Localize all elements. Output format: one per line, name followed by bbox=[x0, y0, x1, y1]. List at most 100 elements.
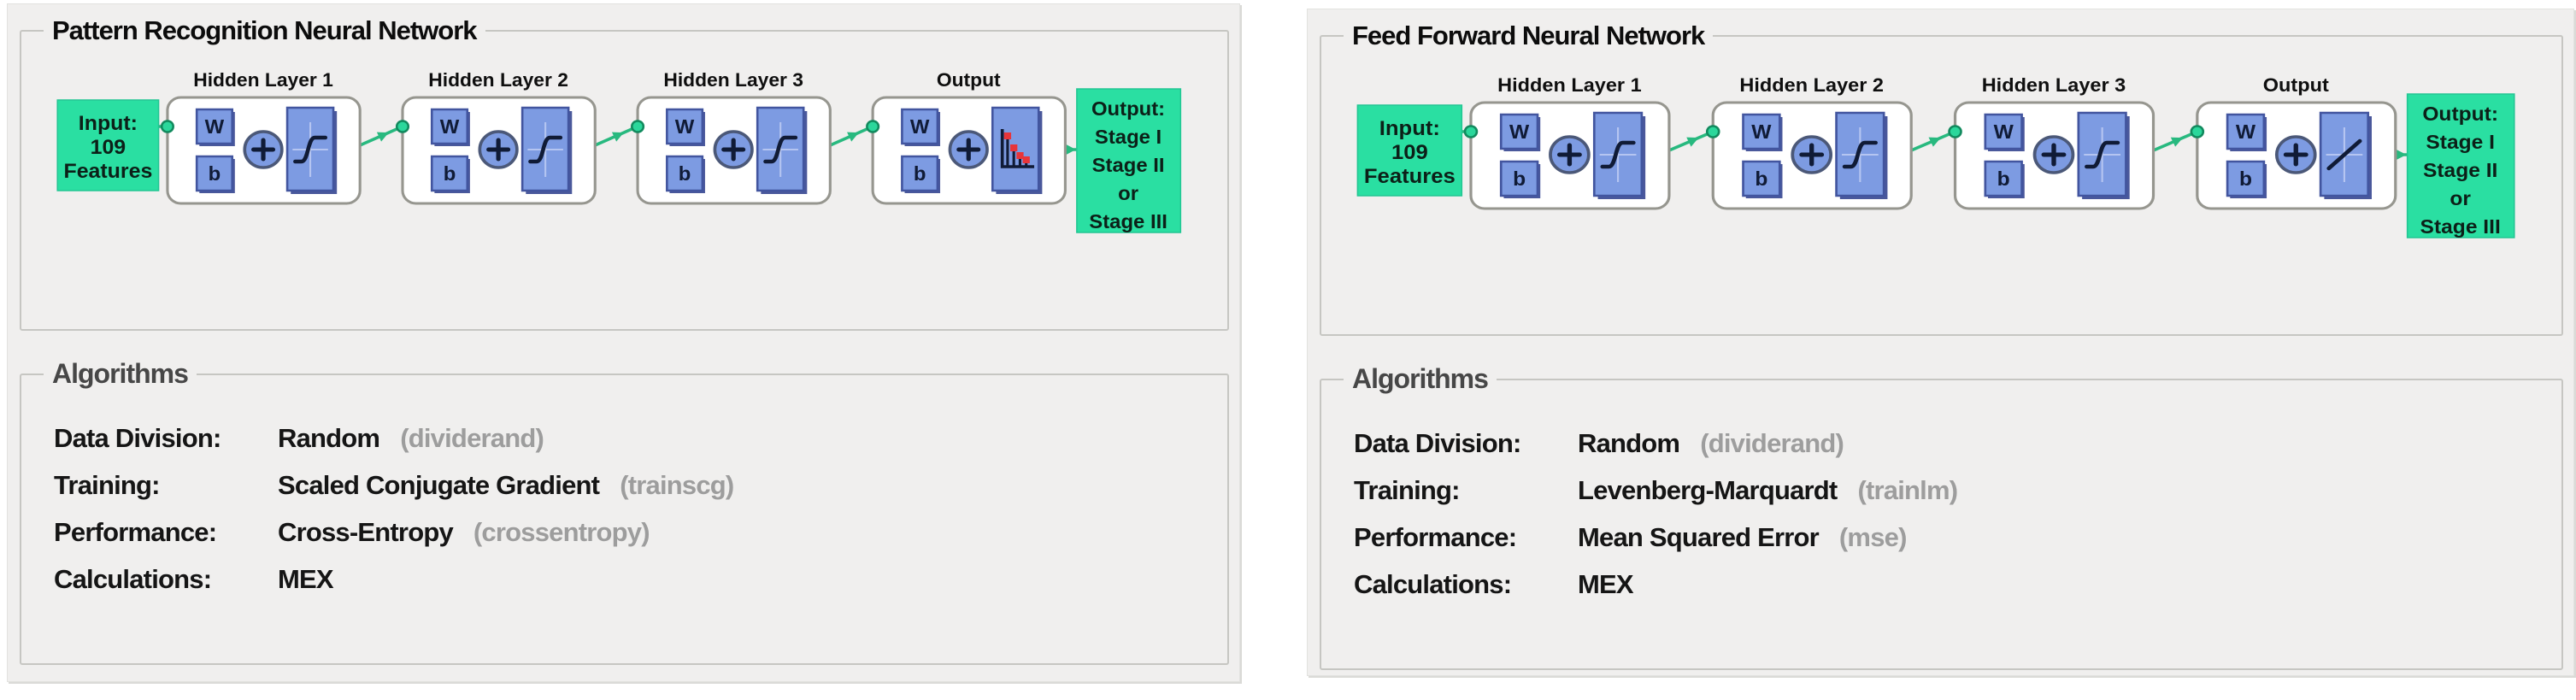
output-box-line: Stage II bbox=[2423, 160, 2497, 182]
layer-label: Output bbox=[937, 69, 1001, 91]
softmax-marker bbox=[1003, 132, 1012, 140]
purelin-icon bbox=[2326, 138, 2362, 171]
weight-box bbox=[1499, 113, 1539, 150]
layer-label: Output bbox=[2263, 74, 2329, 96]
entry-node bbox=[866, 120, 880, 133]
input-box-line: Features bbox=[1364, 166, 1456, 188]
tansig-icon bbox=[1600, 140, 1636, 169]
layer-label: Hidden Layer 1 bbox=[193, 69, 333, 91]
algorithm-row-function: (dividerand) bbox=[1700, 427, 1844, 458]
algorithm-row-value: Scaled Conjugate Gradient bbox=[278, 469, 600, 500]
algorithm-row-function: (crossentropy) bbox=[473, 516, 650, 547]
algorithm-row: Performance:Mean Squared Error(mse) bbox=[1354, 514, 2561, 561]
entry-node bbox=[1463, 125, 1479, 138]
bias-letter: b bbox=[1513, 168, 1526, 191]
algorithm-row-label: Data Division: bbox=[54, 422, 221, 453]
bias-letter: b bbox=[914, 162, 926, 185]
layer-label: Hidden Layer 3 bbox=[1982, 74, 2126, 96]
weight-box bbox=[2226, 113, 2266, 150]
arrowhead-icon bbox=[611, 132, 624, 142]
output-box-line: Stage III bbox=[2420, 216, 2501, 238]
bias-letter: b bbox=[1755, 168, 1767, 191]
output-box-line: Stage I bbox=[2426, 132, 2495, 154]
arrowhead-icon bbox=[376, 132, 389, 142]
bias-letter: b bbox=[1997, 168, 2010, 191]
algorithms-title: Algorithms bbox=[1352, 363, 1489, 394]
bias-box bbox=[195, 155, 234, 192]
output-box-line: Stage II bbox=[1092, 154, 1165, 176]
bias-box bbox=[1742, 160, 1781, 197]
output-box-line: or bbox=[1118, 182, 1138, 204]
softmax-marker bbox=[1010, 144, 1018, 152]
algorithm-row-label: Calculations: bbox=[1354, 568, 1512, 599]
bias-box bbox=[430, 155, 469, 192]
weight-letter: W bbox=[1509, 121, 1530, 144]
bias-letter: b bbox=[444, 162, 456, 185]
input-box-line: 109 bbox=[91, 136, 126, 158]
weight-box bbox=[1742, 113, 1781, 150]
input-box bbox=[56, 99, 160, 191]
algorithm-row-function: (trainscg) bbox=[620, 469, 734, 500]
algorithm-row-label: Training: bbox=[1354, 474, 1460, 505]
algorithm-row-label: Performance: bbox=[1354, 521, 1517, 552]
tansig-icon bbox=[1842, 140, 1878, 169]
algorithm-row-value: MEX bbox=[278, 563, 334, 594]
input-box-line: Input: bbox=[79, 112, 138, 134]
tansig-icon bbox=[293, 135, 328, 164]
weight-box bbox=[430, 108, 469, 145]
pattern-recognition-panel: Pattern Recognition Neural Network Input… bbox=[7, 3, 1240, 682]
input-box-line: Features bbox=[63, 160, 152, 182]
bias-letter: b bbox=[679, 162, 691, 185]
output-box-line: Output: bbox=[1091, 97, 1165, 120]
algorithm-row-value: Cross-Entropy bbox=[278, 516, 454, 547]
arrowhead-icon bbox=[2396, 150, 2407, 161]
weight-letter: W bbox=[2236, 121, 2256, 144]
output-box-line: or bbox=[2450, 188, 2471, 210]
algorithm-row-value: Random bbox=[278, 422, 380, 453]
arrowhead-icon bbox=[1066, 144, 1076, 156]
entry-node bbox=[2190, 125, 2205, 138]
weight-letter: W bbox=[205, 115, 225, 138]
output-box bbox=[1076, 88, 1182, 233]
output-box-line: Output: bbox=[2422, 103, 2498, 126]
activation-box bbox=[991, 106, 1040, 192]
bias-box bbox=[1984, 160, 2023, 197]
bias-box bbox=[2226, 160, 2266, 197]
layer-label: Hidden Layer 2 bbox=[1739, 74, 1884, 96]
layer-label: Hidden Layer 3 bbox=[663, 69, 803, 91]
algorithm-row-label: Data Division: bbox=[1354, 427, 1521, 458]
entry-node bbox=[631, 120, 645, 133]
bias-box bbox=[1499, 160, 1539, 197]
algorithm-row: Performance:Cross-Entropy(crossentropy) bbox=[54, 509, 1227, 556]
output-box bbox=[2406, 93, 2515, 238]
input-box bbox=[1356, 104, 1463, 197]
layer-label: Hidden Layer 1 bbox=[1497, 74, 1642, 96]
entry-node bbox=[1705, 125, 1720, 138]
algorithm-row-function: (dividerand) bbox=[400, 422, 544, 453]
algorithm-row-function: (mse) bbox=[1838, 521, 1908, 552]
bias-letter: b bbox=[2239, 168, 2252, 191]
tansig-icon bbox=[528, 135, 563, 164]
bias-box bbox=[666, 155, 704, 192]
entry-node bbox=[395, 120, 410, 133]
algorithms-groupbox: Algorithms Data Division: Random (dividera… bbox=[1320, 363, 2563, 670]
tansig-icon bbox=[2085, 140, 2120, 169]
softmax-marker bbox=[1022, 156, 1030, 164]
softmax-icon bbox=[1000, 129, 1035, 168]
layer-label: Hidden Layer 2 bbox=[428, 69, 568, 91]
algorithm-row: Calculations:MEX bbox=[1354, 561, 2561, 608]
algorithms-title: Algorithms bbox=[52, 358, 189, 389]
algorithm-row-value: Levenberg-Marquardt bbox=[1578, 474, 1838, 505]
algorithm-row-value: Random bbox=[1578, 427, 1680, 458]
output-box-line: Stage III bbox=[1089, 210, 1167, 232]
weight-letter: W bbox=[910, 115, 930, 138]
algorithm-row: Calculations:MEX bbox=[54, 556, 1227, 603]
weight-letter: W bbox=[1751, 121, 1772, 144]
output-box-line: Stage I bbox=[1095, 126, 1162, 148]
algorithms-groupbox: Algorithms Data Division: Random (dividera… bbox=[20, 358, 1229, 665]
